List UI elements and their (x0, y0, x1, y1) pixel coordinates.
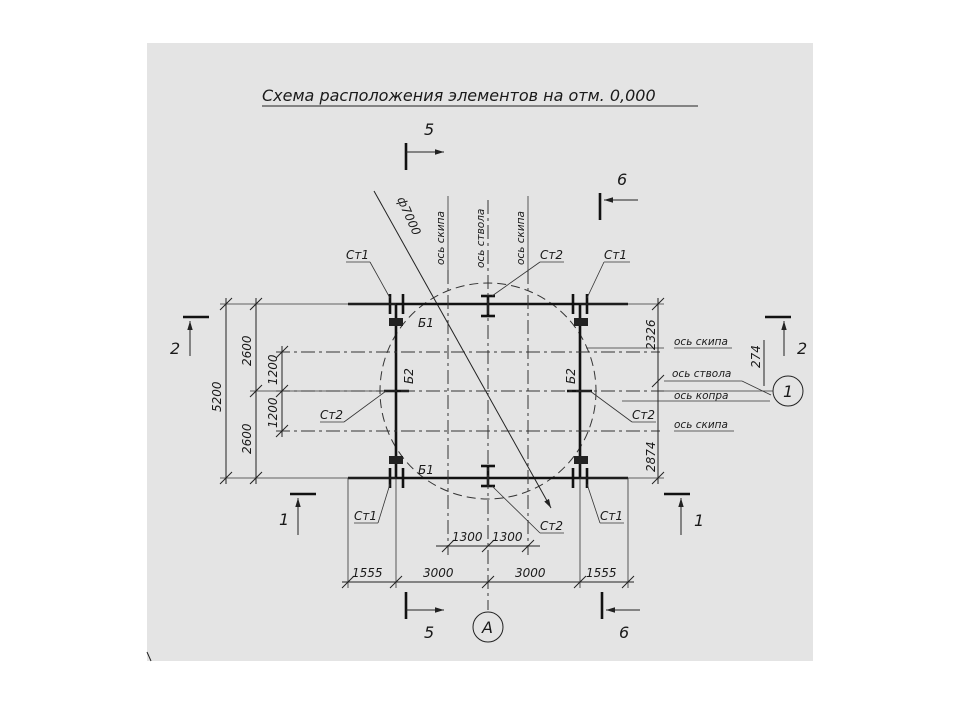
label-leader (586, 261, 605, 299)
grid-mark-a-circle (472, 611, 504, 643)
tick (441, 539, 455, 553)
label-axis-kopra: ось копра (674, 390, 728, 402)
tick (521, 539, 535, 553)
section-2-right-label: 2 (797, 339, 807, 358)
label-b2-left: Б2 (402, 368, 416, 384)
dim-right-top: 2326 (644, 319, 658, 350)
section-6-bottom-label: 6 (619, 623, 629, 642)
drawing-title: Схема расположения элементов на отм. 0,0… (262, 86, 656, 105)
dim-bottom-inner-right: 1300 (492, 530, 523, 544)
label-st2-right: Ст2 (632, 408, 655, 422)
section-6-top-label: 6 (617, 170, 627, 189)
dim-bottom-edge-right: 1555 (586, 566, 617, 580)
dim-left-half-bottom: 2600 (240, 423, 254, 454)
tick (249, 297, 263, 311)
label-axis-shaft-vertical: ось ствола (475, 209, 487, 268)
tick (621, 575, 635, 589)
dim-bottom-mid-right: 3000 (515, 566, 546, 580)
dim-right-bottom: 2874 (644, 441, 658, 472)
grid-mark-a: А (481, 618, 493, 637)
label-leader (586, 483, 601, 524)
label-leader (491, 485, 541, 534)
tick (249, 384, 263, 398)
dim-inner-bottom: 1200 (266, 397, 280, 428)
section-1-right-label: 1 (694, 511, 704, 530)
corner-mark (146, 651, 152, 662)
label-st1-top-right: Ст1 (604, 248, 627, 262)
tick (219, 297, 233, 311)
label-leader (369, 261, 391, 299)
dim-bottom-mid-left: 3000 (423, 566, 454, 580)
tick (651, 297, 665, 311)
label-axis-skip-right: ось скипа (515, 211, 527, 265)
tick (275, 384, 289, 398)
section-2-left-label: 2 (170, 339, 180, 358)
label-leader (377, 483, 391, 524)
tick (275, 424, 289, 438)
label-leader (343, 390, 387, 423)
label-axis-skip-lower: ось скипа (674, 419, 728, 431)
grid-mark-1: 1 (783, 382, 793, 401)
diameter-label: ф7000 (394, 195, 424, 238)
dim-bottom-edge-left: 1555 (352, 566, 383, 580)
tick (341, 575, 355, 589)
label-st1-bottom-right: Ст1 (600, 509, 623, 523)
label-b1-top: Б1 (418, 316, 434, 330)
dim-right-small: 274 (749, 345, 763, 368)
label-b2-right: Б2 (564, 368, 578, 384)
tick (481, 539, 495, 553)
axis-ext (741, 380, 772, 396)
label-st1-bottom-left: Ст1 (354, 509, 377, 523)
column-cap (574, 318, 588, 326)
label-axis-skip-upper: ось скипа (674, 336, 728, 348)
tick (249, 471, 263, 485)
label-axis-shaft: ось ствола (672, 368, 731, 380)
label-leader (491, 261, 541, 297)
tick (573, 575, 587, 589)
tick (651, 471, 665, 485)
label-st2-bottom: Ст2 (540, 519, 563, 533)
dim-left-half-top: 2600 (240, 335, 254, 366)
tick (389, 575, 403, 589)
section-5-top-label: 5 (424, 120, 434, 139)
dim-left-total: 5200 (210, 381, 224, 412)
tick (219, 471, 233, 485)
label-st2-top: Ст2 (540, 248, 563, 262)
diameter-leader (373, 190, 552, 509)
label-st2-left: Ст2 (320, 408, 343, 422)
label-leader (589, 390, 633, 423)
tick (275, 345, 289, 359)
column-cap (389, 318, 403, 326)
column-cap (389, 456, 403, 464)
section-5-bottom-label: 5 (424, 623, 434, 642)
dim-bottom-inner-left: 1300 (452, 530, 483, 544)
label-axis-skip-left: ось скипа (435, 211, 447, 265)
label-b1-bottom: Б1 (418, 463, 434, 477)
dim-inner-top: 1200 (266, 354, 280, 385)
column-cap (574, 456, 588, 464)
section-1-left-label: 1 (279, 510, 289, 529)
tick (651, 374, 665, 388)
label-st1-top-left: Ст1 (346, 248, 369, 262)
tick (481, 575, 495, 589)
